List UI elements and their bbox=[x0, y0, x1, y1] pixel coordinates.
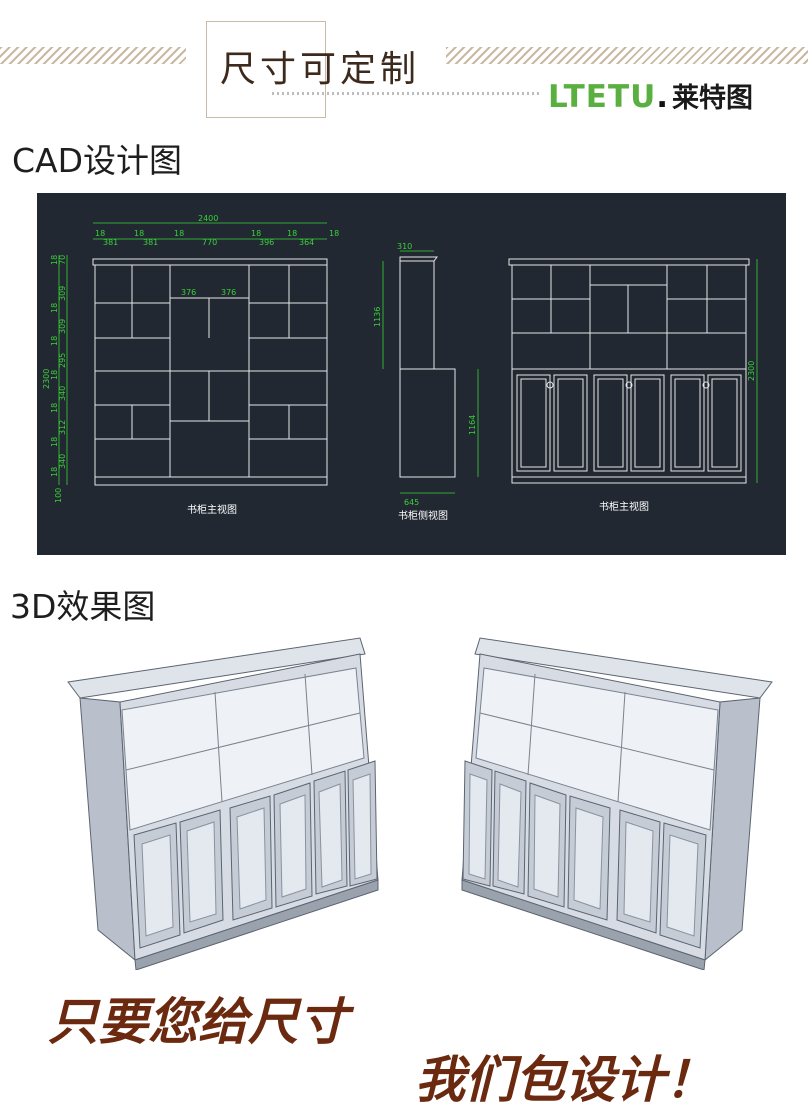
title-frame bbox=[206, 21, 326, 118]
dim-left-2: 70 bbox=[58, 255, 67, 265]
dim-top-2: 381 bbox=[103, 238, 118, 247]
dim-top-9: 18 bbox=[287, 229, 297, 238]
header-stripe-right bbox=[446, 47, 808, 64]
dim-top-11: 18 bbox=[329, 229, 339, 238]
dim-total-width: 2400 bbox=[198, 214, 218, 223]
front-view-bookcase bbox=[92, 258, 328, 486]
cad-drawing: 2400 18 381 18 381 18 770 18 396 18 364 … bbox=[42, 214, 758, 522]
dim-left-3: 309 bbox=[58, 286, 67, 301]
dim-left-14: 18 bbox=[50, 467, 59, 477]
cad-section-title: CAD设计图 bbox=[12, 141, 183, 180]
header-dotted-rule bbox=[272, 92, 542, 95]
dim-top-1: 18 bbox=[95, 229, 105, 238]
render-section-title: 3D效果图 bbox=[10, 587, 156, 626]
dim-top-4: 381 bbox=[143, 238, 158, 247]
dim-left-7: 295 bbox=[58, 353, 67, 368]
dim-left-13: 340 bbox=[58, 454, 67, 469]
dim-left-10: 18 bbox=[50, 403, 59, 413]
side-view-bookcase bbox=[399, 256, 456, 478]
dim-left-15: 100 bbox=[54, 488, 63, 503]
slogan-line-2: 我们包设计！ bbox=[415, 1050, 715, 1109]
dim-total-height: 2300 bbox=[42, 369, 51, 389]
dim-center-1: 376 bbox=[181, 288, 196, 297]
dim-top-3: 18 bbox=[134, 229, 144, 238]
render-right-bookcase bbox=[461, 637, 773, 970]
dim-left-6: 18 bbox=[50, 336, 59, 346]
logo-dot: . bbox=[656, 79, 669, 115]
dim-left-4: 18 bbox=[50, 303, 59, 313]
dim-side-top-depth: 310 bbox=[397, 242, 412, 251]
dim-top-6: 770 bbox=[202, 238, 217, 247]
dim-side-bottom-depth: 645 bbox=[404, 498, 419, 507]
dim-left-5: 309 bbox=[58, 319, 67, 334]
front-view-bookcase-doors bbox=[508, 258, 750, 484]
logo-brand-text: LTETU bbox=[548, 79, 657, 115]
front-view-2-caption: 书柜主视图 bbox=[599, 500, 649, 513]
dim-left-9: 340 bbox=[58, 386, 67, 401]
dim-top-7: 18 bbox=[251, 229, 261, 238]
logo-chinese-text: 莱特图 bbox=[672, 83, 754, 114]
dim-center-2: 376 bbox=[221, 288, 236, 297]
slogan-line-1: 只要您给尺寸 bbox=[48, 992, 348, 1051]
dim-front2-height: 2300 bbox=[747, 361, 756, 381]
dim-top-5: 18 bbox=[174, 229, 184, 238]
dim-top-8: 396 bbox=[259, 238, 274, 247]
side-view-caption: 书柜侧视图 bbox=[398, 509, 448, 522]
dim-top-10: 364 bbox=[299, 238, 314, 247]
front-view-caption: 书柜主视图 bbox=[187, 503, 237, 516]
dim-left-12: 18 bbox=[50, 437, 59, 447]
dim-left-11: 312 bbox=[58, 420, 67, 435]
header-stripe-left bbox=[0, 47, 186, 64]
dim-left-8: 18 bbox=[50, 370, 59, 380]
page-title: 尺寸可定制 bbox=[220, 49, 421, 90]
dim-left-1: 18 bbox=[50, 255, 59, 265]
render-left-bookcase bbox=[67, 637, 379, 970]
brand-logo: LTETU.莱特图 bbox=[548, 76, 753, 116]
dim-side-lower-height: 1164 bbox=[468, 415, 477, 435]
dim-side-upper-height: 1136 bbox=[373, 307, 382, 327]
cad-drawing-panel: 2400 18 381 18 381 18 770 18 396 18 364 … bbox=[37, 193, 786, 555]
